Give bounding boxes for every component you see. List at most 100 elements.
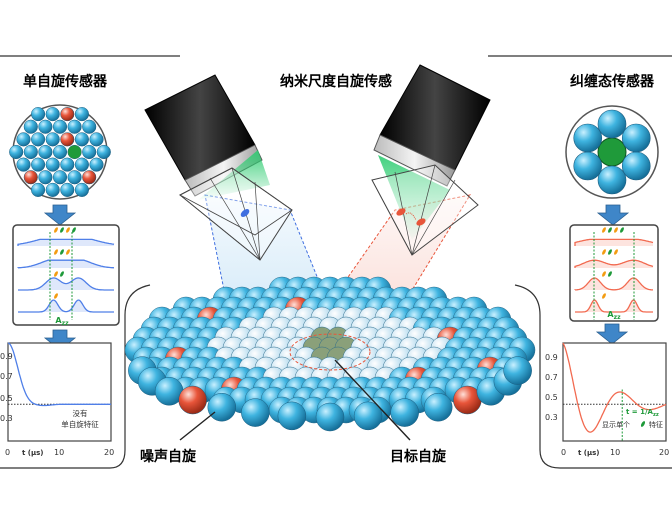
right-ytick: 0.5 (545, 393, 558, 402)
right-annotation-text-b: 特征 (649, 420, 663, 429)
spin-sphere (38, 144, 53, 160)
spectrum-curve (575, 299, 653, 313)
spin-icon (72, 227, 76, 233)
spin-icon (60, 249, 64, 255)
left-xlabel: t (μs) (22, 449, 44, 457)
spin-icon (66, 249, 70, 255)
entangled-sensor-spectra-box (569, 224, 659, 322)
right-ytick: 0.7 (545, 373, 558, 382)
spin-sphere (45, 157, 60, 172)
spin-icon (60, 271, 64, 277)
spin-icon (54, 293, 58, 299)
spin-sphere (573, 151, 603, 181)
spin-sphere (60, 132, 75, 147)
blue-sensor-spin-icon (240, 209, 250, 217)
spin-icon (602, 227, 606, 233)
spin-icon (608, 227, 612, 233)
left-ytick: 0.7 (0, 372, 13, 381)
target-spin-pointer (334, 359, 411, 441)
entangled-center-sphere (597, 137, 627, 167)
single-sensor-plot (7, 342, 111, 407)
spin-sphere (67, 119, 82, 134)
left-ytick: 0.5 (0, 394, 13, 403)
coupling-label-right: Azz (607, 310, 621, 321)
spin-sphere (597, 165, 627, 195)
left-annotation-1: 没有 (73, 408, 88, 418)
title-single-spin-sensor: 单自旋传感器 (23, 73, 108, 90)
spin-sphere (74, 132, 89, 147)
spin-sphere (277, 401, 307, 431)
spin-icon (602, 249, 606, 255)
right-microscope-camera (371, 64, 491, 256)
spectrum-curve (574, 238, 654, 246)
spin-sphere (423, 392, 453, 422)
title-nanoscale-spin-sensing: 纳米尺度自旋传感 (280, 73, 392, 90)
single-sensor-cluster (9, 107, 111, 197)
coupling-label-left: Azz (55, 316, 69, 327)
spin-sphere (23, 144, 38, 160)
frame-bracket-right (514, 284, 672, 469)
spin-sphere (38, 170, 53, 185)
right-xtick: 0 (561, 448, 566, 457)
left-xtick: 20 (104, 448, 114, 457)
spin-sphere (67, 170, 82, 185)
spin-sphere (621, 123, 651, 153)
spin-sphere (89, 132, 104, 147)
spin-lattice (124, 276, 536, 432)
frame-bracket-left (0, 284, 151, 469)
target-region-ellipse (289, 333, 371, 371)
right-ytick: 0.9 (545, 353, 558, 362)
spin-sphere (60, 182, 75, 197)
title-entangled-sensor: 纠缠态传感器 (570, 73, 655, 90)
spin-icon (602, 293, 606, 299)
spin-icon (620, 227, 624, 233)
spin-sphere (573, 123, 603, 153)
spin-sphere (52, 119, 68, 134)
spin-sphere (52, 144, 68, 160)
spectrum-curve (17, 238, 115, 246)
spin-icon (54, 271, 58, 277)
spin-icon (54, 227, 58, 233)
spin-icon (608, 249, 612, 255)
signal-curve (562, 342, 667, 433)
arrow-down-right-1 (596, 204, 630, 226)
entangled-sensor-cluster (573, 109, 651, 195)
spin-icon (66, 227, 70, 233)
right-xtick: 20 (659, 448, 669, 457)
spin-sphere (82, 170, 97, 185)
right-ytick: 0.3 (545, 413, 558, 422)
spin-sphere (390, 398, 419, 427)
right-xtick: 10 (610, 448, 620, 457)
spin-sphere (82, 144, 97, 160)
spin-sphere (74, 107, 89, 122)
target-spin-label: 目标自旋 (390, 448, 447, 465)
entangled-spin-pair-icon (396, 208, 426, 226)
spin-sphere (31, 157, 46, 172)
spectrum-curve (18, 277, 114, 291)
spin-sphere (23, 170, 38, 185)
spectrum-curve (18, 299, 114, 313)
spin-sphere (60, 157, 75, 172)
entangled-sensor-plot-frame (562, 342, 667, 442)
spin-icon (608, 271, 612, 277)
signal-curve (7, 342, 111, 407)
spin-icon (602, 271, 606, 277)
spin-sphere (45, 107, 60, 122)
single-sensor-spectra (17, 227, 115, 320)
entangled-sensor-spectra (574, 227, 654, 320)
spectrum-fill (18, 260, 114, 268)
spin-sphere (82, 119, 97, 134)
right-annotation-formula: t = 1/Azz (626, 408, 659, 418)
spin-sphere (45, 132, 60, 147)
spin-sphere (23, 119, 38, 134)
sensor-spin-sphere (67, 144, 82, 160)
left-ytick: 0.3 (0, 414, 13, 423)
spin-sphere (9, 144, 24, 160)
spin-sphere (74, 157, 89, 172)
spin-sphere (31, 132, 46, 147)
single-sensor-spectra-box (12, 224, 120, 326)
spin-sphere (353, 401, 383, 431)
spin-sphere (31, 182, 46, 197)
left-microscope-camera (144, 74, 293, 261)
